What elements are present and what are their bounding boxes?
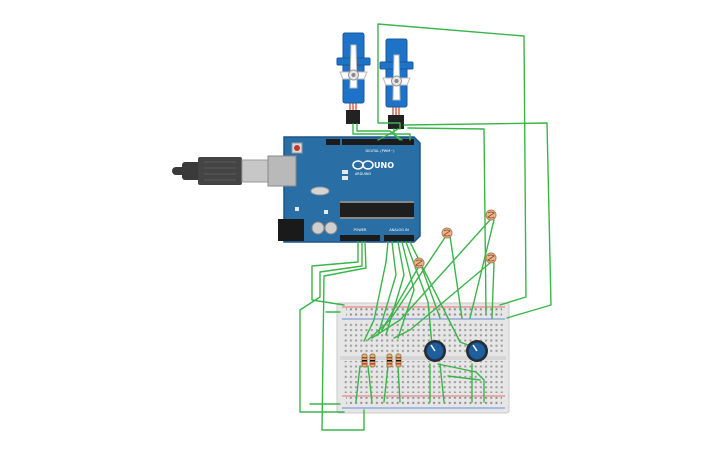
power-jack[interactable]: [278, 219, 304, 241]
wire-pot2-vcc[interactable]: [475, 371, 485, 403]
wire-ldr3-b[interactable]: [421, 267, 441, 319]
wire-pot1-vcc[interactable]: [439, 363, 445, 403]
rail-top-holes[interactable]: [346, 308, 502, 318]
rx-led: [342, 176, 348, 180]
uno-logo-text: UNO: [374, 161, 394, 170]
usb-plug-metal: [241, 159, 269, 183]
wire-servo1-signal[interactable]: [352, 123, 411, 141]
usb-cable-strain-relief: [182, 162, 202, 180]
wire-arduino-gnd[interactable]: [299, 241, 363, 413]
analog-header[interactable]: [384, 235, 414, 241]
wire-servo-vcc-rail[interactable]: [403, 122, 552, 319]
atmega-chip: [340, 203, 414, 217]
servo-1-horn: [349, 44, 358, 89]
wire-ldr1-a[interactable]: [367, 235, 447, 341]
wire-a2[interactable]: [385, 241, 405, 336]
wire-resistor-4-gnd[interactable]: [397, 365, 401, 403]
wire-a4[interactable]: [405, 241, 433, 346]
center-channel: [340, 356, 506, 360]
wire-ldr4-b[interactable]: [491, 262, 495, 319]
reset-button-cap: [294, 145, 300, 151]
wire-resistor-1-gnd[interactable]: [367, 365, 373, 403]
wire-a3[interactable]: [397, 241, 415, 339]
photoresistor-1[interactable]: [441, 227, 453, 239]
resistor-3[interactable]: [386, 353, 393, 368]
photoresistor-2[interactable]: [485, 209, 497, 221]
wire-ldr3-a[interactable]: [381, 267, 419, 331]
servo-1[interactable]: [336, 32, 371, 124]
usb-plug-housing: [198, 157, 242, 185]
usb-b-port[interactable]: [267, 155, 297, 187]
wire-resistor-2-gnd[interactable]: [355, 365, 361, 403]
wire-arduino-5v[interactable]: [311, 241, 359, 306]
wire-a0[interactable]: [363, 241, 389, 342]
capacitor-1: [311, 221, 325, 235]
resistor-2[interactable]: [369, 353, 376, 368]
arduino-board[interactable]: DIGITAL (PWM~) UNO ARDUINO POWER ANALOG …: [267, 136, 421, 243]
power-header-label: POWER: [354, 228, 368, 232]
power-header[interactable]: [340, 235, 380, 241]
wire-a1[interactable]: [377, 241, 397, 336]
servo-2[interactable]: [379, 38, 414, 129]
usb-cable[interactable]: [172, 157, 269, 185]
aux-header[interactable]: [326, 139, 340, 145]
rail-bottom-holes[interactable]: [346, 397, 502, 407]
resistor-4[interactable]: [395, 353, 402, 368]
wire-pot-bridge[interactable]: [447, 375, 481, 381]
capacitor-2: [324, 221, 338, 235]
digital-header-label: DIGITAL (PWM~): [365, 149, 395, 153]
photoresistor-4[interactable]: [485, 252, 497, 264]
arduino-pcb: [283, 136, 421, 243]
wire-servo-gnd-rail[interactable]: [377, 23, 527, 306]
wire-servo-rail-3[interactable]: [407, 127, 487, 314]
usb-plug-grip: [204, 161, 236, 181]
servo-1-connector: [346, 110, 360, 124]
wire-ldr2-a[interactable]: [371, 219, 491, 339]
wire-ldr4-a[interactable]: [393, 262, 491, 339]
resistor-1[interactable]: [361, 353, 368, 368]
potentiometer-2[interactable]: [466, 340, 488, 362]
wire-arduino-vin[interactable]: [321, 241, 367, 431]
photoresistor-3[interactable]: [413, 257, 425, 269]
wire-servo2-power[interactable]: [377, 128, 399, 141]
analog-header-label: ANALOG IN: [389, 228, 409, 232]
wire-resistor-3-gnd[interactable]: [383, 365, 389, 403]
wire-pot1-wiper[interactable]: [437, 363, 477, 373]
digital-header[interactable]: [342, 139, 414, 145]
potentiometer-1[interactable]: [424, 340, 446, 362]
crystal-oscillator: [310, 186, 330, 196]
wires[interactable]: [299, 23, 552, 431]
servo-2-connector: [388, 115, 404, 129]
arduino-brand-text: ARDUINO: [355, 172, 372, 176]
arduino-infinity-logo: [352, 160, 374, 170]
wire-ldr1-b[interactable]: [449, 235, 463, 319]
tx-led: [342, 170, 348, 174]
